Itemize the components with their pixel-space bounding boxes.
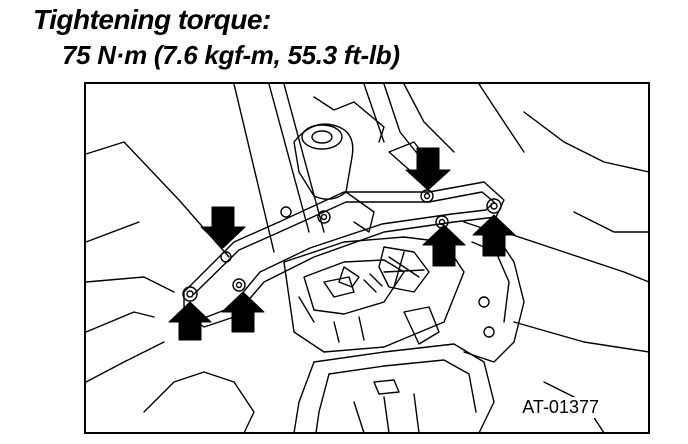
torque-arrows: [168, 147, 516, 341]
arrow-lower-left-2: [221, 291, 265, 333]
arrow-right-2: [472, 214, 516, 257]
torque-label: Tightening torque:: [33, 4, 271, 35]
arrow-right-1: [422, 224, 466, 267]
figure-code: AT-01377: [519, 397, 602, 418]
component-illustration: AT-01377: [84, 82, 650, 434]
arrow-upper-center: [405, 147, 451, 191]
illustration-svg: [84, 82, 650, 434]
figure-frame: [84, 82, 650, 434]
arrow-upper-left: [200, 206, 246, 249]
arrow-lower-left-1: [168, 301, 212, 341]
torque-value: 75 N·m (7.6 kgf-m, 55.3 ft-lb): [62, 40, 400, 70]
